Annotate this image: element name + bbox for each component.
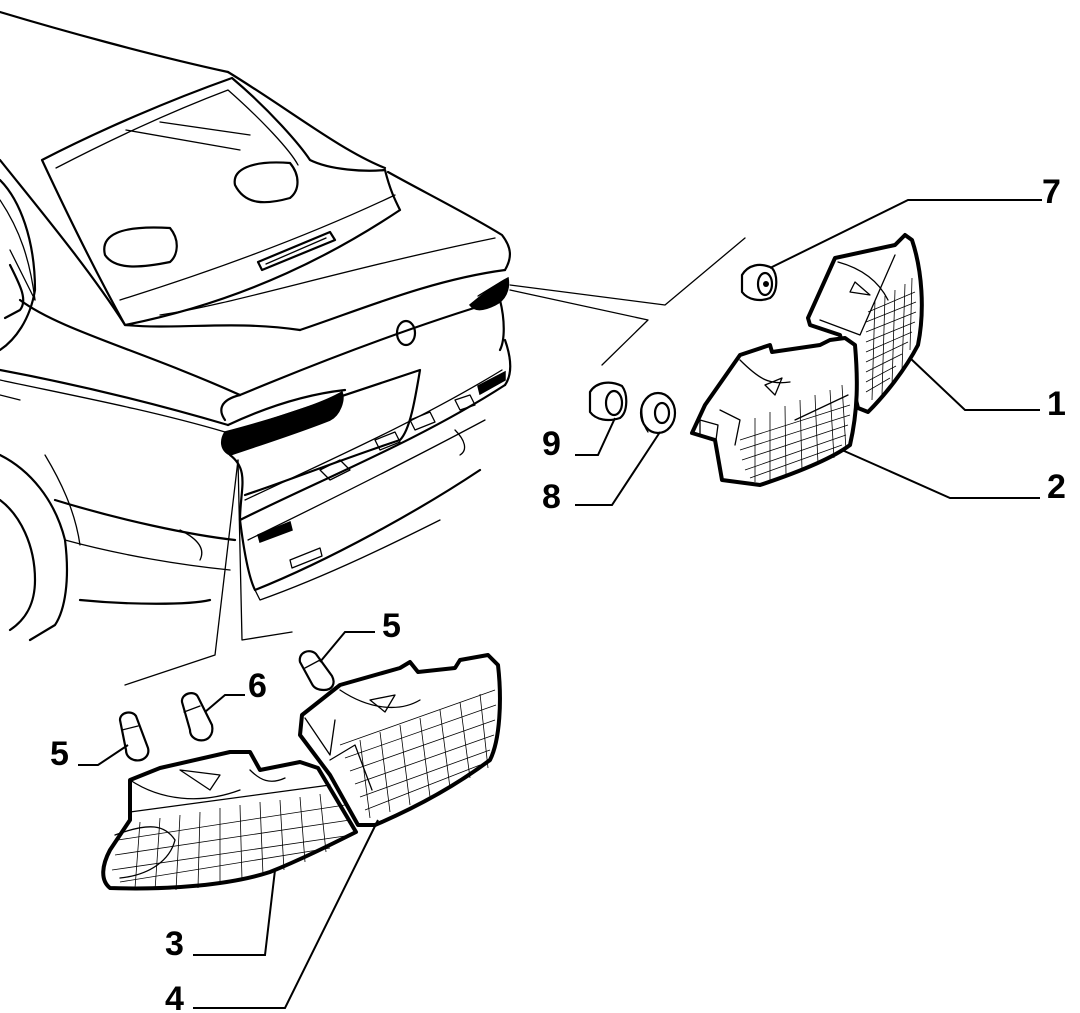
lens-grid (339, 689, 497, 819)
part-5-bulb-upper (298, 650, 335, 692)
callout-2: 2 (1047, 468, 1066, 506)
part-1-right-outer-tail-lamp (806, 233, 924, 414)
callout-9: 9 (542, 425, 561, 463)
part-7-nut (740, 263, 778, 302)
lens-grid (739, 384, 851, 482)
part-2-right-inner-tail-lamp (690, 336, 859, 487)
callout-8: 8 (542, 478, 561, 516)
callout-numbers: 7 1 2 9 8 5 6 5 3 4 (50, 173, 1066, 1013)
callout-7: 7 (1042, 173, 1061, 211)
part-3-left-outer-tail-lamp (101, 750, 358, 891)
callout-1: 1 (1047, 385, 1066, 423)
part-9-nut (588, 381, 628, 422)
part-6-bulb (180, 692, 214, 742)
part-5-bulb-lower (118, 711, 150, 762)
callout-3: 3 (165, 925, 184, 963)
lens-grid (865, 277, 917, 401)
callout-5-upper: 5 (382, 607, 401, 645)
lens-grid (111, 793, 353, 891)
car-rear-view (0, 10, 512, 642)
part-4-left-inner-tail-lamp (298, 653, 502, 827)
assembly-leader-lines (124, 237, 746, 686)
callout-5-lower: 5 (50, 735, 69, 773)
callout-leaders (78, 199, 1042, 1009)
callout-4: 4 (165, 980, 184, 1013)
part-8-washer (639, 391, 677, 435)
callout-6: 6 (248, 667, 267, 705)
